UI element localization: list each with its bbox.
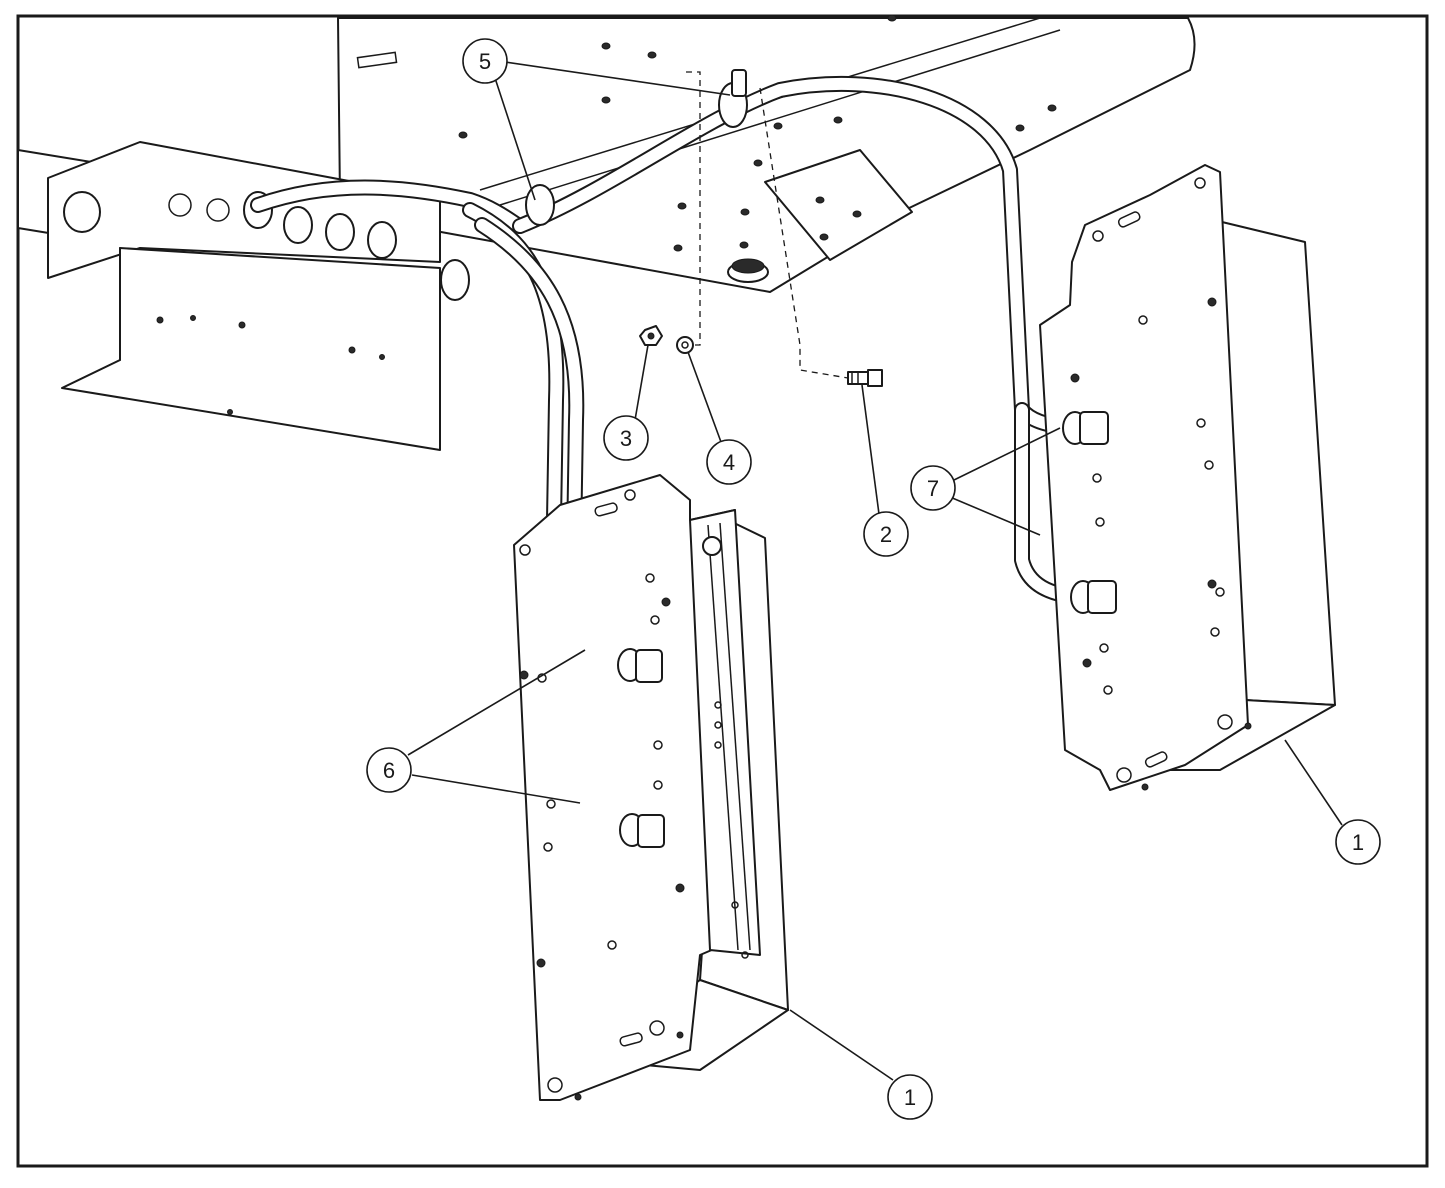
callout-label: 3 [620,426,632,451]
assembly-line-bolt [759,87,849,379]
callout-3: 3 [603,415,649,461]
callout-label: 1 [1352,830,1364,855]
callout-2: 2 [863,511,909,557]
enclosure-left [513,474,789,1101]
callout-4: 4 [706,439,752,485]
nut [639,325,663,346]
callout-label: 6 [383,758,395,783]
mounting-plate [337,14,1196,293]
callout-1-left: 1 [887,1074,933,1120]
bolt [847,369,883,387]
washer [676,336,694,354]
enclosure-right-holes [1070,177,1252,791]
plate-slot [356,51,398,69]
plate-bushing [727,258,769,283]
leader-lines [407,61,1343,1081]
callout-7: 7 [910,465,956,511]
enclosure-right-glands [1062,411,1117,614]
callout-label: 4 [723,450,735,475]
callout-label: 7 [927,476,939,501]
box-holes [156,315,385,415]
callout-1-right: 1 [1335,819,1381,865]
callout-label: 1 [904,1085,916,1110]
callout-6: 6 [366,747,412,793]
enclosure-right [1039,164,1336,791]
callout-label: 2 [880,522,892,547]
enclosure-left-holes [519,489,749,1101]
callout-label: 5 [479,49,491,74]
drawing-border [16,14,1429,1168]
callout-5: 5 [462,38,508,84]
plate-holes [458,14,1057,252]
enclosure-left-glands [617,648,665,848]
junction-box [17,141,470,451]
